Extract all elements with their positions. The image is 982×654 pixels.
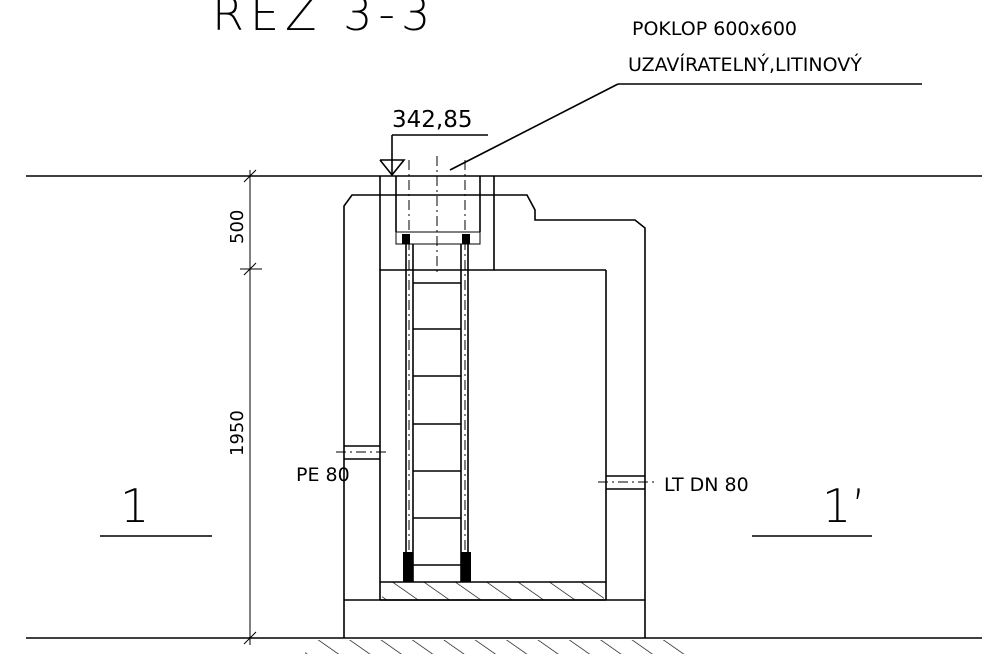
dimension-500: 500 xyxy=(227,210,248,244)
cover-label-line1: POKLOP 600x600 xyxy=(632,18,797,40)
ladder xyxy=(395,156,481,582)
pipe-left-label: PE 80 xyxy=(296,464,350,486)
level-triangle xyxy=(379,159,406,177)
foundation-hatching xyxy=(305,640,685,654)
dimension-1950: 1950 xyxy=(227,410,248,456)
section-mark-left: 1 xyxy=(120,479,149,533)
base-hatching xyxy=(382,582,604,600)
pipe-right-label: LT DN 80 xyxy=(664,474,749,496)
drawing-title: REZ 3-3 xyxy=(212,0,436,41)
section-mark-right: 1’ xyxy=(822,479,866,533)
manhole-outer-wall xyxy=(343,194,646,638)
cover-label-line2: UZAVÍRATELNÝ,LITINOVÝ xyxy=(628,53,862,76)
cover-leader-line xyxy=(449,83,619,171)
level-label: 342,85 xyxy=(392,107,472,133)
